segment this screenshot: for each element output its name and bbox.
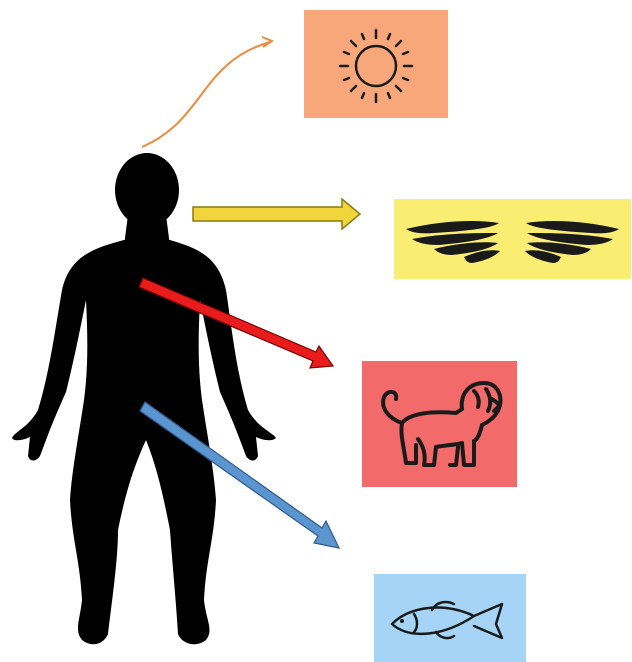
wings-panel <box>394 199 631 279</box>
sun-icon <box>304 10 448 118</box>
fish-panel <box>374 574 526 662</box>
lion-icon <box>362 361 517 487</box>
fish-icon <box>374 574 526 662</box>
connector-head-to-sun <box>142 42 270 147</box>
wings-icon <box>394 199 631 279</box>
sun-panel <box>304 10 448 118</box>
connector-chest-to-wings <box>193 199 360 229</box>
human-silhouette-icon <box>12 153 276 644</box>
lion-panel <box>362 361 517 487</box>
